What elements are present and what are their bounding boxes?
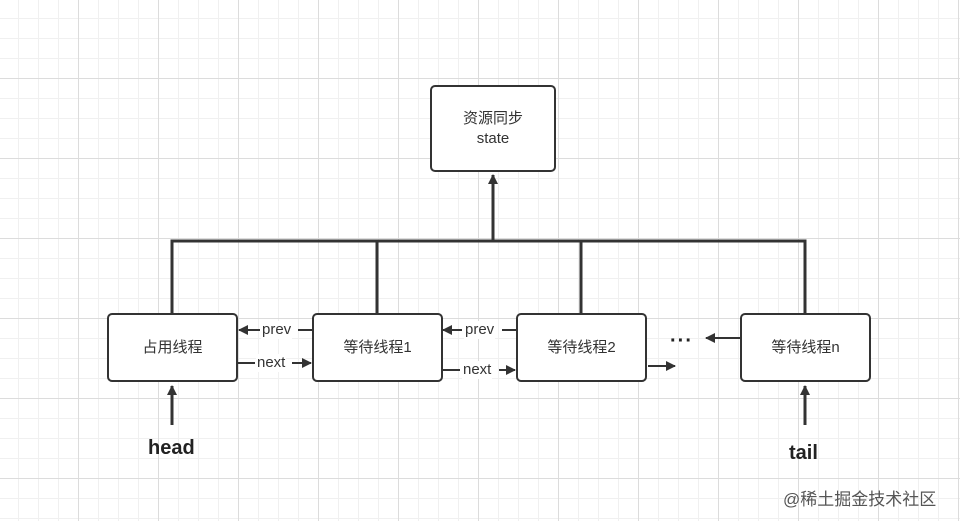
next-label-1: next xyxy=(256,354,287,372)
state-box: 资源同步 state xyxy=(430,85,556,172)
node-waiting-thread-2: 等待线程2 xyxy=(516,313,647,382)
node-label: 等待线程1 xyxy=(343,338,412,356)
watermark: @稀土掘金技术社区 xyxy=(783,490,937,509)
node-label: 等待线程2 xyxy=(547,338,616,356)
node-occupying-thread: 占用线程 xyxy=(107,313,238,382)
ellipsis: ··· xyxy=(670,330,693,352)
node-waiting-thread-n: 等待线程n xyxy=(740,313,871,382)
head-label: head xyxy=(148,437,195,459)
node-label: 等待线程n xyxy=(771,338,840,356)
node-label: 占用线程 xyxy=(142,338,203,356)
state-box-subtitle: state xyxy=(476,129,510,147)
prev-label-2: prev xyxy=(464,321,496,339)
prev-label-1: prev xyxy=(261,321,293,339)
node-waiting-thread-1: 等待线程1 xyxy=(312,313,443,382)
tail-label: tail xyxy=(789,442,818,464)
next-label-2: next xyxy=(462,361,493,379)
state-box-title: 资源同步 xyxy=(462,109,523,127)
